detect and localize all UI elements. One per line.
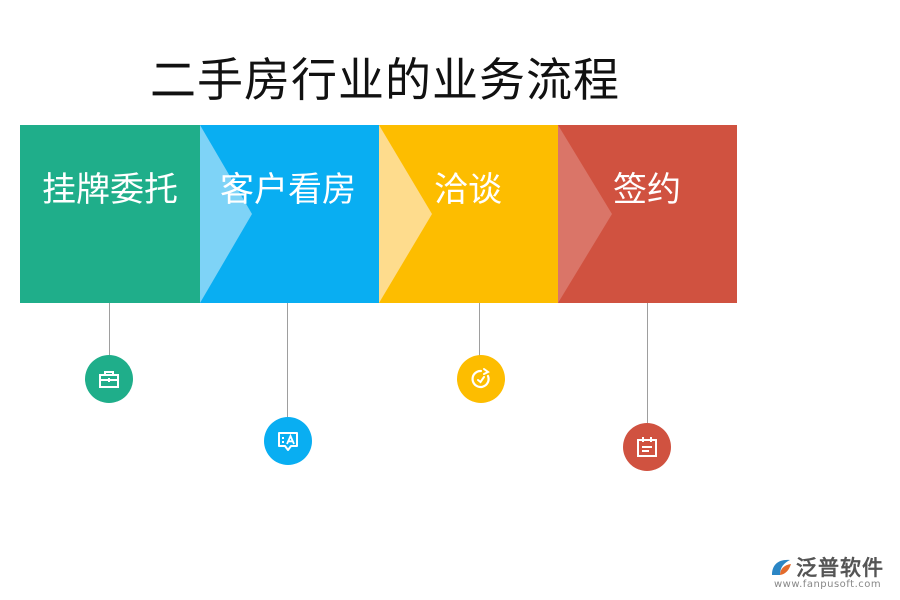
logo-mark-icon [772,559,791,575]
connector-2 [287,303,288,417]
step-label-3: 洽谈 [434,170,502,210]
step-label-4: 签约 [613,170,681,210]
calendar-icon [623,423,671,471]
step-arrow-2 [200,125,252,303]
chat-bubble-icon [264,417,312,465]
step-label-1: 挂牌委托 [42,170,178,210]
brand-logo: 泛普软件 www.fanpusoft.com [768,552,896,596]
logo-name: 泛普软件 [796,556,884,580]
step-arrow-4 [558,125,612,303]
step-arrow-3 [379,125,432,303]
logo-url: www.fanpusoft.com [774,579,882,590]
step-label-2: 客户看房 [220,170,356,210]
refresh-icon [457,355,505,403]
step-block-1 [20,125,200,303]
briefcase-icon [85,355,133,403]
connector-1 [109,303,110,357]
diagram-title: 二手房行业的业务流程 [150,53,620,107]
connector-4 [647,303,648,423]
connector-3 [479,303,480,357]
